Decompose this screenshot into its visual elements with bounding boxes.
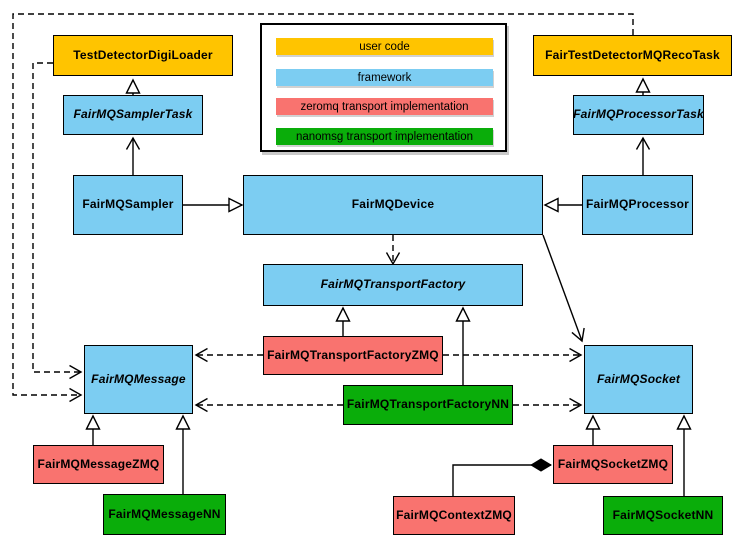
class-box-fairmqmessagenn: FairMQMessageNN (103, 494, 226, 535)
class-box-fairmqmessagezmq: FairMQMessageZMQ (33, 445, 164, 484)
class-box-testdetectordigiloader: TestDetectorDigiLoader (53, 35, 233, 76)
class-box-fairmqdevice: FairMQDevice (243, 175, 543, 235)
class-box-fairmqprocessor: FairMQProcessor (582, 175, 693, 235)
legend-box: user code framework zeromq transport imp… (260, 23, 507, 152)
class-box-fairmqsocketzmq: FairMQSocketZMQ (553, 445, 673, 484)
class-box-fairmqcontextzmq: FairMQContextZMQ (393, 496, 515, 535)
class-box-fairmqtransportfactory: FairMQTransportFactory (263, 264, 523, 306)
legend-item-nanomsg: nanomsg transport implementation (276, 128, 493, 145)
class-box-fairmqtransportfactorynn: FairMQTransportFactoryNN (343, 385, 513, 425)
edge-device-uses-socket (542, 234, 585, 343)
class-box-fairmqprocessortask: FairMQProcessorTask (573, 95, 704, 135)
class-box-fairmqsampler: FairMQSampler (73, 175, 183, 235)
class-box-fairtestdetectormqrecotask: FairTestDetectorMQRecoTask (533, 35, 732, 76)
edge-recotask-depends-message (12, 13, 634, 403)
edge-contextzmq-composed-socketzmq (452, 458, 552, 496)
legend-item-framework: framework (276, 69, 493, 86)
legend-item-user-code: user code (276, 38, 493, 55)
class-box-fairmqsamplertask: FairMQSamplerTask (63, 95, 203, 135)
legend-item-zeromq: zeromq transport implementation (276, 98, 493, 115)
edge-digiloader-depends-message (32, 62, 83, 380)
class-box-fairmqtransportfactoryzmq: FairMQTransportFactoryZMQ (263, 336, 443, 375)
class-box-fairmqsocket: FairMQSocket (584, 345, 693, 414)
class-box-fairmqmessage: FairMQMessage (84, 345, 193, 414)
class-box-fairmqsocketnn: FairMQSocketNN (603, 496, 723, 535)
